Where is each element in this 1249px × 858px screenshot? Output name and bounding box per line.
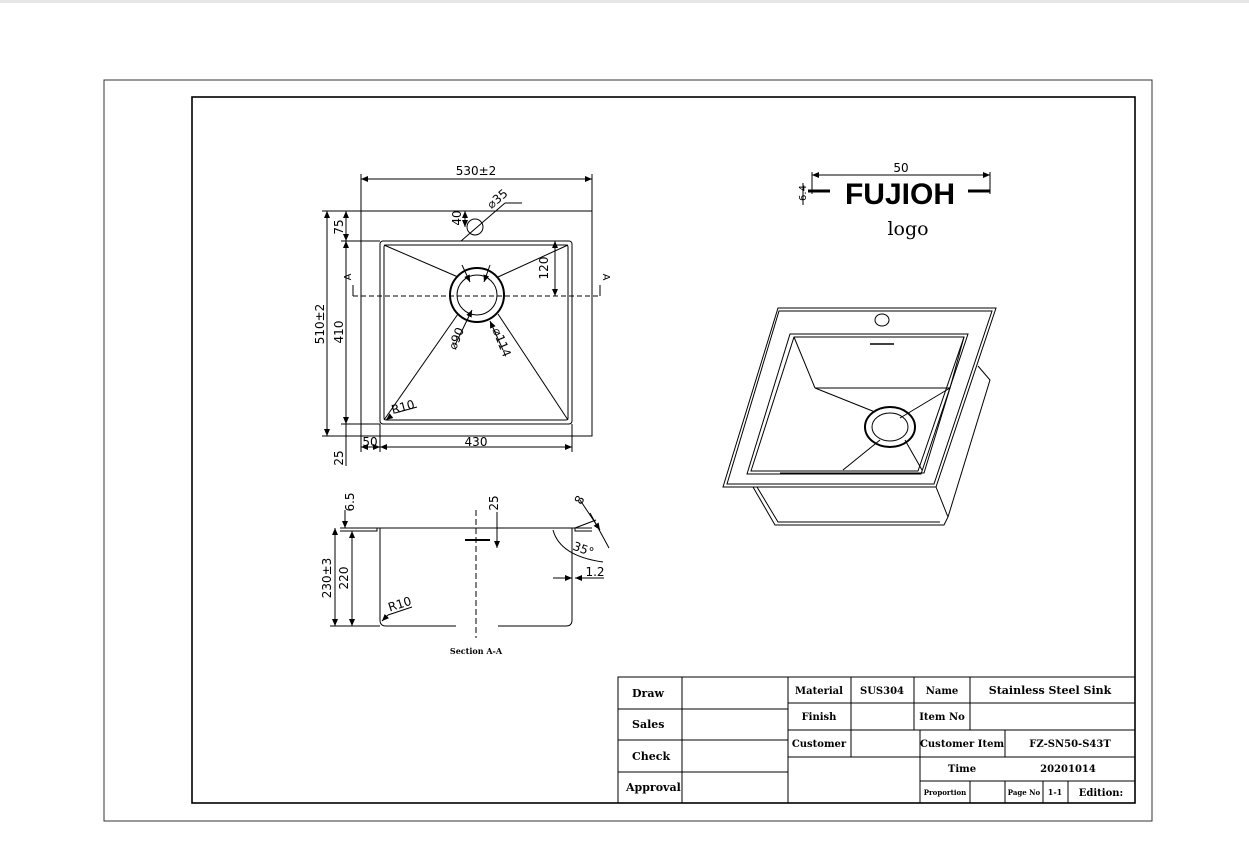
dim-line [579,499,601,531]
plan-bowl-width-label: 430 [465,435,488,449]
title-block-text: Draw Sales Check Approval Material SUS30… [625,684,1123,799]
section-caption: Section A-A [450,646,503,656]
drain-outer [449,267,505,323]
section-corner-radius-label: R10 [386,594,413,615]
tb-edition-label: Edition: [1079,788,1123,799]
tb-time-value: 20201014 [1040,764,1096,775]
iso-bowl-floor [780,387,951,474]
tb-name-label: Name [926,686,959,697]
tb-material-value: SUS304 [860,686,904,697]
section-dimension-labels: 6.5 230±3 220 25 8 35° 1.2 R10 Section A… [320,492,605,656]
tb-approval: Approval [625,781,681,794]
section-angle-label: 35° [571,539,596,559]
sink-outline [360,210,593,437]
page-outer-frame [103,79,1153,822]
bowl-line [497,313,569,421]
tb-finish-label: Finish [802,712,838,723]
plan-bowl-depth-label: 410 [332,321,346,344]
iso-tap-hole [874,313,890,327]
tb-page-no-value: 1-1 [1048,787,1062,797]
viewer-top-bar [0,0,1249,3]
plan-width-label: 530±2 [456,164,497,178]
tb-name-value: Stainless Steel Sink [989,684,1112,697]
brand-logo-text: FUJIOH [845,178,955,211]
logo-labels: 50 6.4 FUJIOH logo [798,161,955,240]
plan-corner-radius-label: R10 [390,397,416,417]
section-total-height-label: 230±3 [320,558,334,599]
iso-underside [752,365,991,526]
tap-hole [466,218,484,236]
tb-item-no-label: Item No [919,712,965,723]
tb-sales: Sales [632,718,664,731]
plan-depth-label: 510±2 [313,304,327,345]
logo-width-label: 50 [893,161,908,175]
tb-proportion-label: Proportion [924,788,967,797]
tb-draw: Draw [632,687,664,700]
tb-check: Check [632,750,670,763]
iso-drain-inner [871,412,909,442]
iso-drain-outer [864,406,916,448]
plan-view [322,174,601,466]
isometric-view [722,307,997,526]
logo-caption: logo [887,218,928,240]
section-drain-label: 25 [487,495,501,510]
plan-hole-offset-label: 40 [450,210,464,225]
tb-customer-label: Customer [792,739,847,750]
section-view [330,499,610,638]
drain-inner [456,274,498,316]
section-marker-left: A [343,273,354,280]
title-block [617,676,1136,804]
tb-customer-item-label: Customer Item [920,739,1005,750]
tb-time-label: Time [948,764,976,775]
section-profile [357,527,592,627]
tb-customer-item-value: FZ-SN50-S43T [1029,739,1111,750]
iso-bowl-rim [746,333,969,475]
section-rim-height-label: 6.5 [343,492,357,511]
bowl-line [383,244,459,278]
bowl-outer [379,240,573,425]
tb-material-label: Material [795,686,843,697]
bowl-line [383,313,459,421]
plan-side-margin-label: 50 [362,435,377,449]
logo-detail [802,172,991,205]
plan-drain-offset-label: 120 [537,257,551,280]
logo-height-label: 6.4 [798,185,809,201]
plan-bottom-margin-label: 25 [332,450,346,465]
angle-arc [552,529,604,563]
plan-top-margin-label: 75 [332,219,346,234]
section-bowl-height-label: 220 [337,567,351,590]
section-thickness-label: 1.2 [585,565,604,579]
bowl-inner [383,244,569,421]
tb-page-no-label: Page No [1008,788,1041,797]
section-marker-right: A [600,274,611,281]
